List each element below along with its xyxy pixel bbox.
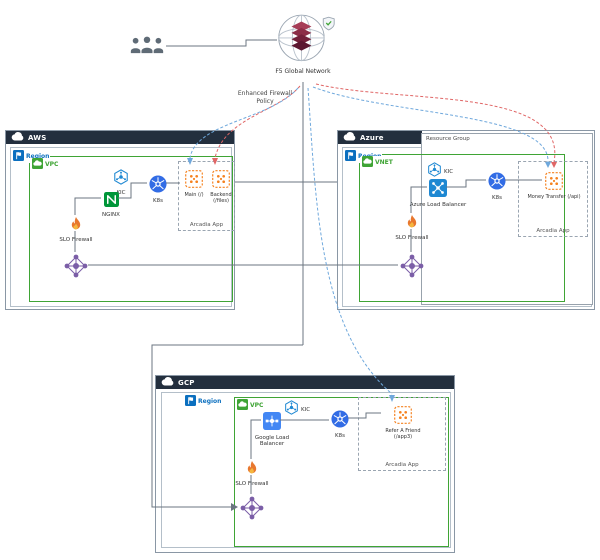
aws-vpc-box bbox=[29, 156, 233, 302]
gcp-lb-label: Google Load Balancer bbox=[254, 435, 290, 448]
gcp-arcadia-app-group: Refer A Friend (/app3) Arcadia App bbox=[358, 397, 446, 471]
aws-k8s-label: K8s bbox=[153, 198, 163, 204]
aws-arcadia-app-group: Main (/) Backend (/files) Arcadia App bbox=[178, 161, 235, 231]
aws-title: AWS bbox=[28, 133, 47, 142]
aws-vpc-tag: VPC bbox=[31, 158, 60, 171]
aws-nginx-label: NGINX bbox=[102, 212, 120, 218]
nginx-icon bbox=[103, 192, 119, 211]
azure-app-money-transfer: Money Transfer (/api) bbox=[523, 172, 585, 201]
firewall-flame-icon bbox=[69, 217, 83, 236]
aws-region-tag: Region bbox=[12, 150, 51, 163]
azure-firewall-node: SLO Firewall bbox=[392, 215, 432, 241]
users-icon bbox=[128, 34, 166, 61]
kic-icon bbox=[427, 162, 442, 181]
azure-firewall-label: SLO Firewall bbox=[395, 235, 429, 241]
aws-region-label: Region bbox=[26, 153, 50, 160]
vnet-icon bbox=[362, 156, 373, 169]
aws-header: AWS bbox=[6, 131, 234, 144]
gcp-f5-site-icon bbox=[239, 495, 265, 525]
region-icon bbox=[13, 150, 24, 163]
azure-arcadia-app-group: Money Transfer (/api) Arcadia App bbox=[518, 161, 588, 237]
azure-kic-label: KIC bbox=[444, 168, 454, 175]
gcp-k8s-label: K8s bbox=[335, 433, 345, 439]
gcp-firewall-label: SLO Firewall bbox=[235, 481, 269, 487]
gcp-kic-label: KIC bbox=[301, 406, 311, 413]
kic-icon bbox=[113, 169, 129, 189]
region-icon bbox=[185, 395, 196, 408]
firewall-flame-icon bbox=[245, 461, 259, 480]
azure-k8s-label: K8s bbox=[492, 195, 502, 201]
gcp-vpc-label: VPC bbox=[250, 402, 264, 409]
azure-lb-node: Azure Load Balancer bbox=[409, 179, 467, 208]
google-load-balancer-icon bbox=[263, 412, 281, 434]
app-container-icon bbox=[212, 170, 230, 192]
azure-lb-label: Azure Load Balancer bbox=[409, 202, 467, 208]
aws-app-backend: Backend (/files) bbox=[208, 170, 234, 205]
azure-cloud-icon bbox=[343, 132, 357, 143]
azure-load-balancer-icon bbox=[429, 179, 447, 201]
gcp-lb-node: Google Load Balancer bbox=[245, 412, 299, 448]
firewall-flame-icon bbox=[405, 215, 419, 234]
f5-global-network-icon bbox=[276, 8, 336, 70]
app-container-icon bbox=[185, 170, 203, 192]
gcp-region-tag: Region bbox=[184, 395, 223, 408]
gcp-app-refer-a-friend-label: Refer A Friend (/app3) bbox=[385, 428, 421, 440]
vpc-icon bbox=[32, 158, 43, 171]
aws-app-main: Main (/) bbox=[181, 170, 207, 199]
gcp-app-refer-a-friend: Refer A Friend (/app3) bbox=[363, 406, 443, 441]
app-container-icon bbox=[545, 172, 563, 194]
gcp-k8s-node: K8s bbox=[321, 410, 359, 439]
aws-app-main-label: Main (/) bbox=[184, 192, 204, 198]
azure-f5-site-icon bbox=[399, 253, 425, 283]
azure-kic-node: KIC bbox=[427, 162, 453, 181]
aws-app-backend-label: Backend (/files) bbox=[210, 192, 232, 204]
app-container-icon bbox=[394, 406, 412, 428]
region-icon bbox=[345, 150, 356, 163]
gcp-cloud-icon bbox=[161, 377, 175, 388]
vpc-icon bbox=[237, 399, 248, 412]
azure-k8s-node: K8s bbox=[478, 172, 516, 201]
aws-cloud-box: AWS Region VPC KIC NGINX K8s Main (/) bbox=[5, 130, 235, 310]
azure-app-money-transfer-label: Money Transfer (/api) bbox=[527, 194, 581, 200]
gcp-firewall-node: SLO Firewall bbox=[235, 461, 269, 487]
link-users-to-f5 bbox=[166, 39, 277, 47]
aws-arcadia-app-label: Arcadia App bbox=[189, 222, 224, 228]
gcp-title: GCP bbox=[178, 378, 195, 387]
kubernetes-icon bbox=[149, 175, 167, 197]
gcp-vpc-tag: VPC bbox=[236, 399, 265, 412]
kubernetes-icon bbox=[331, 410, 349, 432]
gcp-arcadia-app-label: Arcadia App bbox=[385, 462, 419, 468]
f5-global-network-label: F5 Global Network bbox=[275, 68, 331, 75]
aws-region-box bbox=[10, 147, 232, 307]
kubernetes-icon bbox=[488, 172, 506, 194]
azure-arcadia-app-label: Arcadia App bbox=[536, 228, 570, 234]
azure-resource-group-label: Resource Group bbox=[426, 136, 470, 142]
aws-cloud-icon bbox=[11, 132, 25, 143]
aws-vpc-label: VPC bbox=[45, 161, 59, 168]
aws-firewall-label: SLO Firewall bbox=[59, 237, 93, 243]
azure-cloud-box: Azure Resource Group Region VNET KIC Azu… bbox=[337, 130, 595, 310]
azure-title: Azure bbox=[360, 133, 384, 142]
gcp-region-label: Region bbox=[198, 398, 222, 405]
aws-k8s-node: K8s bbox=[139, 175, 177, 204]
gcp-cloud-box: GCP Region VPC KIC Google Load Balancer … bbox=[155, 375, 455, 553]
azure-header: Azure bbox=[338, 131, 422, 144]
azure-vnet-tag: VNET bbox=[361, 156, 394, 169]
gcp-header: GCP bbox=[156, 376, 454, 389]
aws-firewall-node: SLO Firewall bbox=[57, 217, 95, 243]
aws-f5-site-icon bbox=[63, 253, 89, 283]
aws-nginx-node: NGINX bbox=[92, 192, 130, 218]
azure-vnet-label: VNET bbox=[375, 159, 393, 166]
enhanced-firewall-policy-label: Enhanced Firewall Policy bbox=[237, 90, 293, 105]
